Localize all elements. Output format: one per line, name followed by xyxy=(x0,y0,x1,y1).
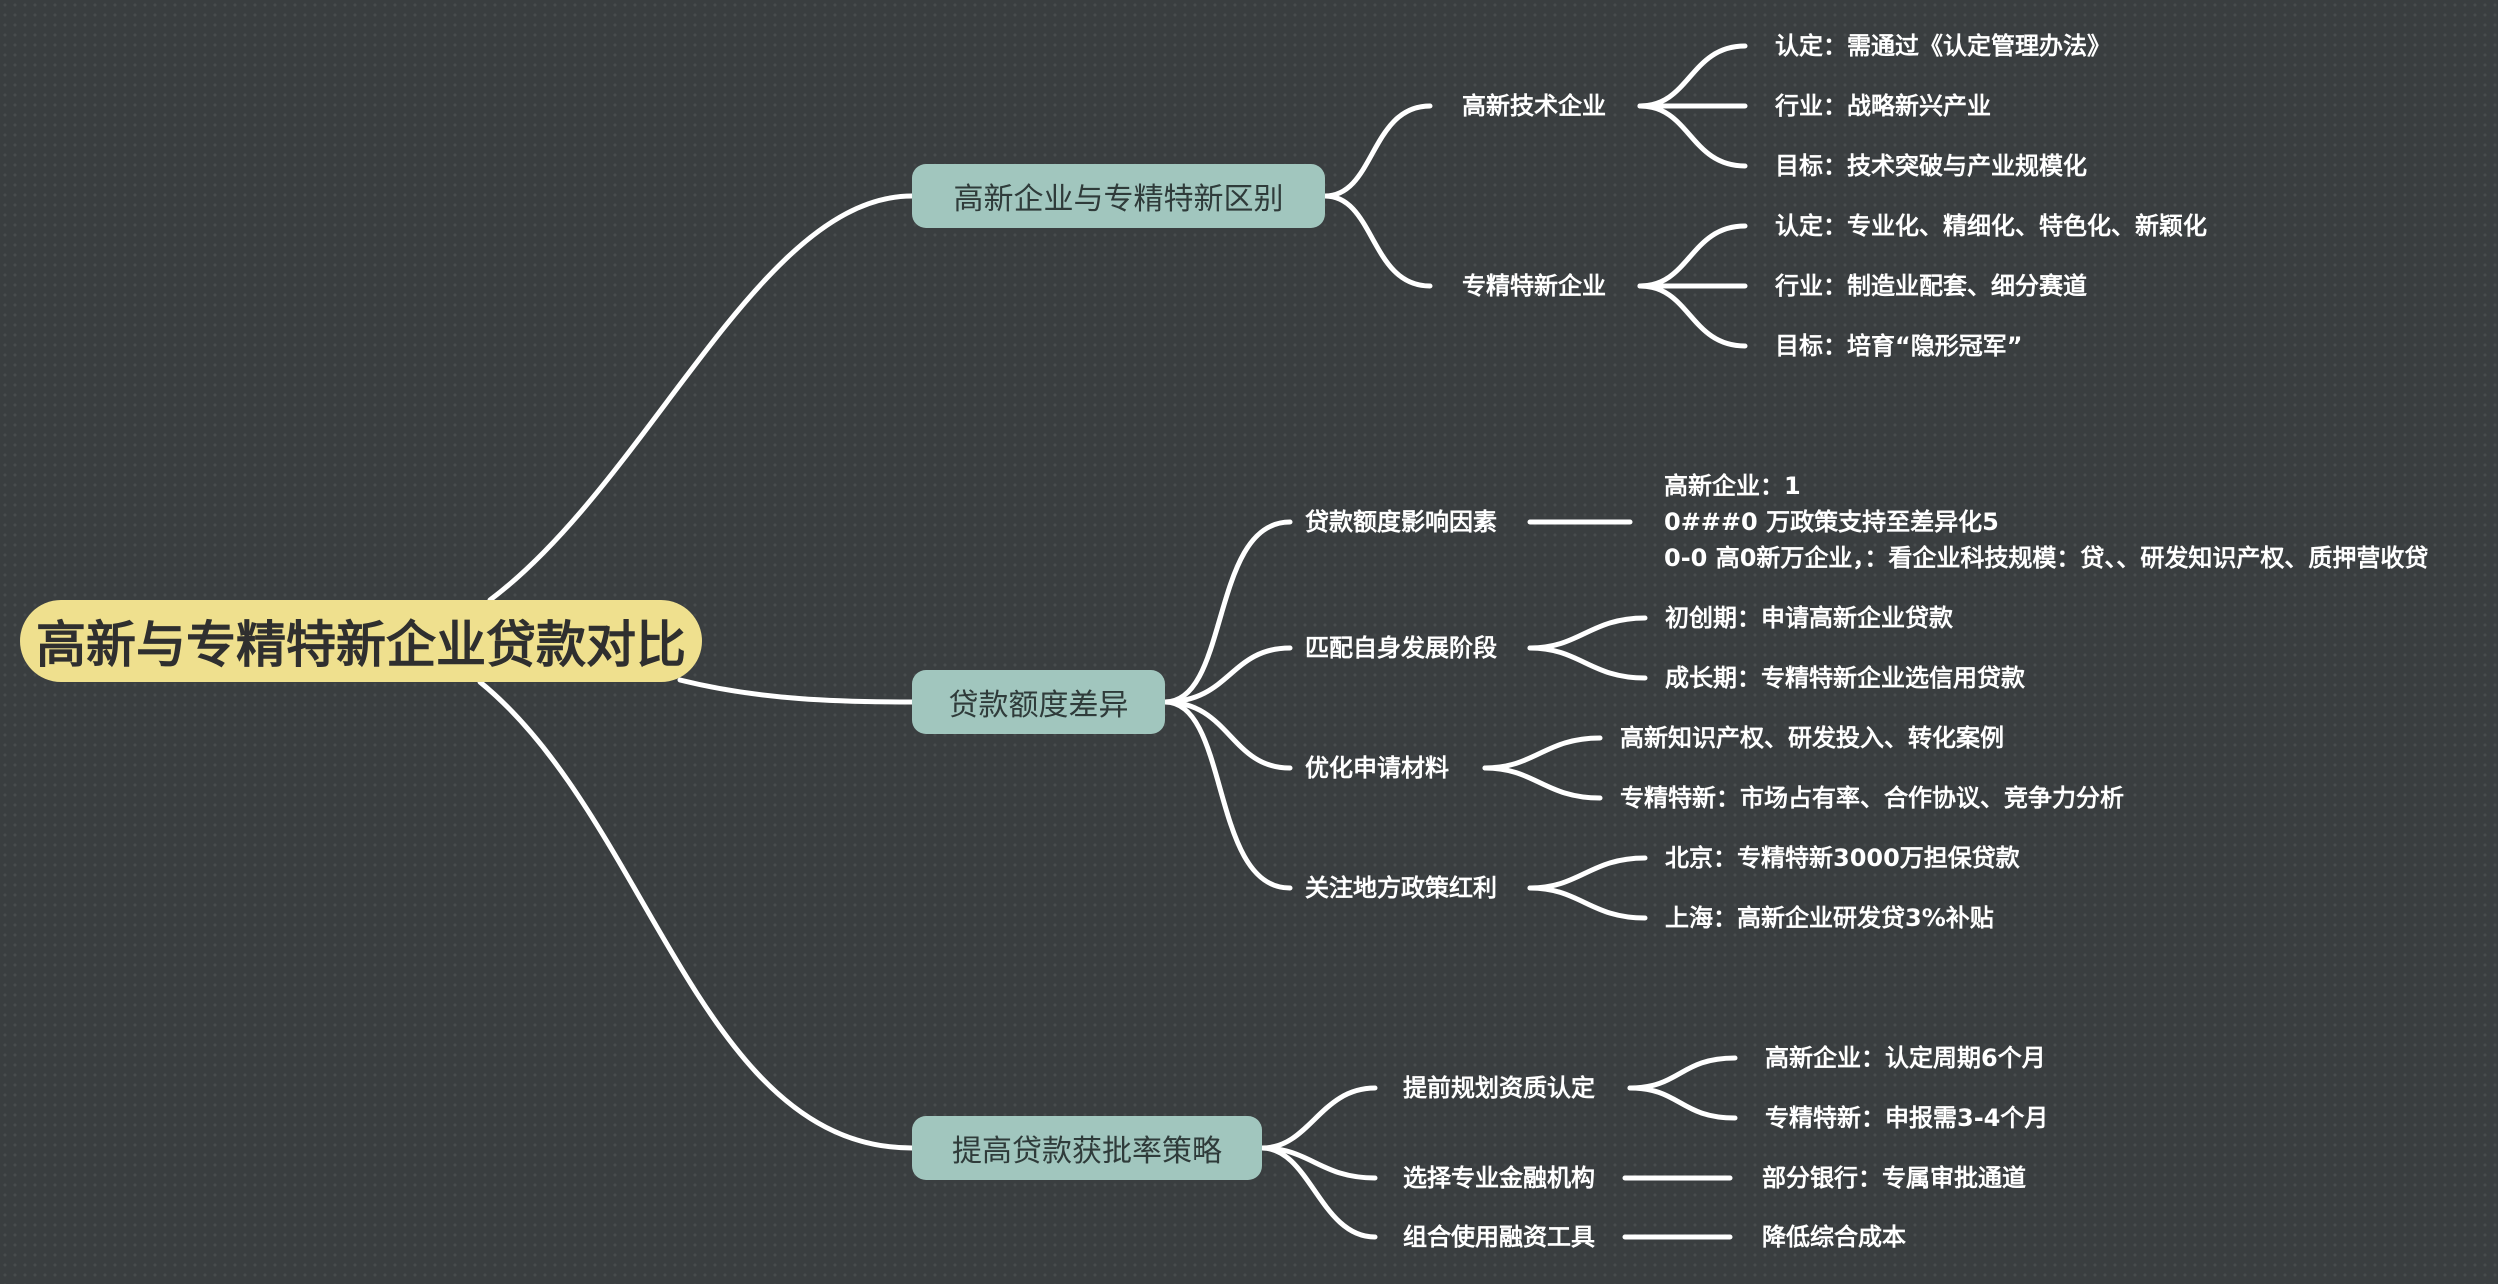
connector-b2s2-leaf-1 xyxy=(1527,615,1648,651)
leaf-item[interactable]: 初创期：申请高新企业贷款 xyxy=(1665,604,1953,632)
leaf-item[interactable]: 高新知识产权、研发投入、转化案例 xyxy=(1620,724,2004,752)
subtopic-plan-certification[interactable]: 提前规划资质认定 xyxy=(1403,1074,1595,1102)
connector-b1-sub-2 xyxy=(1322,193,1433,289)
connector-b2s3-leaf-1 xyxy=(1482,735,1603,771)
connector-b2-sub-1 xyxy=(1162,519,1293,705)
leaf-item[interactable]: 专精特新：申报需3-4个月 xyxy=(1765,1104,2049,1132)
subtopic-local-policy[interactable]: 关注地方政策红利 xyxy=(1305,874,1497,902)
connector-b3-sub-1 xyxy=(1259,1085,1378,1151)
subtopic-development-stage[interactable]: 匹配自身发展阶段 xyxy=(1305,634,1497,662)
leaf-item-multiline[interactable]: 高新企业：1 0###0 万政策支持至差异化5 0-0 高0新万企业，：看企业科… xyxy=(1664,468,2428,576)
connector-b3s1-leaf-2 xyxy=(1627,1085,1738,1121)
leaf-item[interactable]: 目标：技术突破与产业规模化 xyxy=(1775,152,2087,180)
leaf-item[interactable]: 行业：战略新兴产业 xyxy=(1775,92,1991,120)
connector-b3-sub-3 xyxy=(1259,1145,1378,1240)
subtopic-choose-institution[interactable]: 选择专业金融机构 xyxy=(1403,1164,1595,1192)
subtopic-high-tech-enterprise[interactable]: 高新技术企业 xyxy=(1462,92,1606,120)
connector-b2-sub-2 xyxy=(1162,645,1293,705)
leaf-item[interactable]: 北京：专精特新3000万担保贷款 xyxy=(1665,844,2020,872)
main-topic-approval-strategy[interactable]: 提高贷款获批率策略 xyxy=(912,1116,1262,1180)
connector-b1-sub-1 xyxy=(1322,103,1433,199)
connector-b2s2-leaf-2 xyxy=(1527,645,1648,681)
connector-b2-sub-4 xyxy=(1162,699,1293,891)
leaf-line: 0###0 万政策支持至差异化5 xyxy=(1664,508,1999,536)
leaf-item[interactable]: 目标：培育“隐形冠军” xyxy=(1775,332,2023,360)
main-topic-loan-amount[interactable]: 贷款额度差异 xyxy=(912,670,1165,734)
leaf-item[interactable]: 上海：高新企业研发贷3%补贴 xyxy=(1665,904,1994,932)
subtopic-optimize-materials[interactable]: 优化申请材料 xyxy=(1305,754,1449,782)
root-topic[interactable]: 高新与专精特新企业贷款对比 xyxy=(20,600,702,682)
subtopic-combine-tools[interactable]: 组合使用融资工具 xyxy=(1403,1223,1595,1251)
connector-b2s4-leaf-2 xyxy=(1527,885,1648,921)
connector-b1s1-leaf-3 xyxy=(1637,103,1748,169)
leaf-item[interactable]: 认定：专业化、精细化、特色化、新颖化 xyxy=(1775,212,2207,240)
subtopic-loan-factors[interactable]: 贷款额度影响因素 xyxy=(1305,508,1497,536)
leaf-item[interactable]: 专精特新：市场占有率、合作协议、竞争力分析 xyxy=(1620,784,2124,812)
leaf-item[interactable]: 高新企业：认定周期6个月 xyxy=(1765,1044,2046,1072)
connector-b2s3-leaf-2 xyxy=(1482,765,1603,801)
leaf-line: 0-0 高0新万企业，：看企业科技规模：贷、、研发知识产权、质押营收贷 xyxy=(1664,544,2429,572)
connector-b3s1-leaf-1 xyxy=(1627,1055,1738,1091)
leaf-line: 高新企业：1 xyxy=(1664,472,1801,500)
connector-b1s2-leaf-1 xyxy=(1637,223,1748,289)
connector-root-branch-2 xyxy=(677,677,915,705)
connector-root-branch-3 xyxy=(477,679,915,1151)
connector-b1s2-leaf-3 xyxy=(1637,283,1748,349)
leaf-item[interactable]: 部分银行：专属审批通道 xyxy=(1762,1164,2026,1192)
connector-b2s4-leaf-1 xyxy=(1527,855,1648,891)
leaf-item[interactable]: 认定：需通过《认定管理办法》 xyxy=(1775,32,2111,60)
connector-root-branch-1 xyxy=(487,193,915,603)
subtopic-specialized-enterprise[interactable]: 专精特新企业 xyxy=(1462,272,1606,300)
main-topic-differences[interactable]: 高新企业与专精特新区别 xyxy=(912,164,1325,228)
connector-b2-sub-3 xyxy=(1162,699,1293,771)
leaf-item[interactable]: 降低综合成本 xyxy=(1762,1223,1906,1251)
leaf-item[interactable]: 行业：制造业配套、细分赛道 xyxy=(1775,272,2087,300)
leaf-item[interactable]: 成长期：专精特新企业选信用贷款 xyxy=(1665,664,2025,692)
connector-b1s1-leaf-1 xyxy=(1637,43,1748,109)
